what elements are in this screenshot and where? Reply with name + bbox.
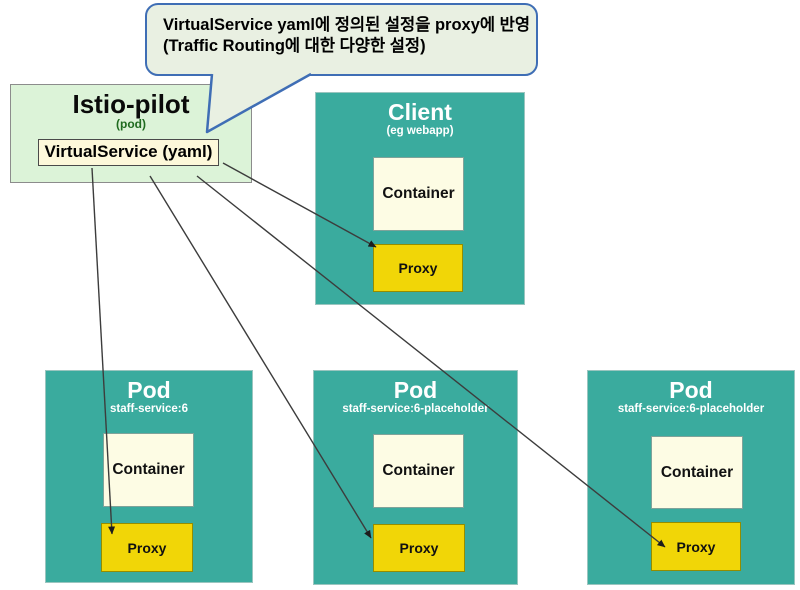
- callout-text-line2: (Traffic Routing에 대한 다양한 설정): [163, 37, 426, 55]
- pod3-subtitle: staff-service:6-placeholder: [617, 403, 765, 415]
- callout-bubble: VirtualService yaml에 정의된 설정을 proxy에 반영 (…: [145, 3, 538, 76]
- client-box: Client (eg webapp) Container Proxy: [315, 92, 525, 305]
- istio-pilot-title: Istio-pilot: [72, 89, 190, 119]
- client-container-box: Container: [373, 157, 464, 231]
- pod3-box: Pod staff-service:6-placeholder Containe…: [587, 370, 795, 585]
- pod3-title: Pod: [669, 377, 713, 403]
- callout-text-line1: VirtualService yaml에 정의된 설정을 proxy에 반영: [163, 16, 531, 34]
- pod1-title: Pod: [127, 377, 171, 403]
- pod2-title: Pod: [393, 377, 438, 403]
- client-subtitle: (eg webapp): [386, 125, 454, 137]
- virtualservice-yaml-box: VirtualService (yaml): [38, 139, 219, 166]
- pod2-proxy-box: Proxy: [373, 524, 465, 572]
- pod1-box: Pod staff-service:6 Container Proxy: [45, 370, 253, 583]
- istio-pilot-box: Istio-pilot (pod) VirtualService (yaml): [10, 84, 252, 183]
- pod1-container-box: Container: [103, 433, 194, 507]
- pod2-box: Pod staff-service:6-placeholder Containe…: [313, 370, 518, 585]
- istio-pilot-subtitle: (pod): [116, 117, 146, 131]
- pod2-container-box: Container: [373, 434, 464, 508]
- client-title: Client: [388, 99, 452, 125]
- pod3-proxy-box: Proxy: [651, 522, 741, 571]
- pod2-subtitle: staff-service:6-placeholder: [342, 403, 489, 415]
- pod1-proxy-box: Proxy: [101, 523, 193, 572]
- pod1-subtitle: staff-service:6: [110, 403, 188, 415]
- pod3-container-box: Container: [651, 436, 743, 509]
- client-proxy-box: Proxy: [373, 244, 463, 292]
